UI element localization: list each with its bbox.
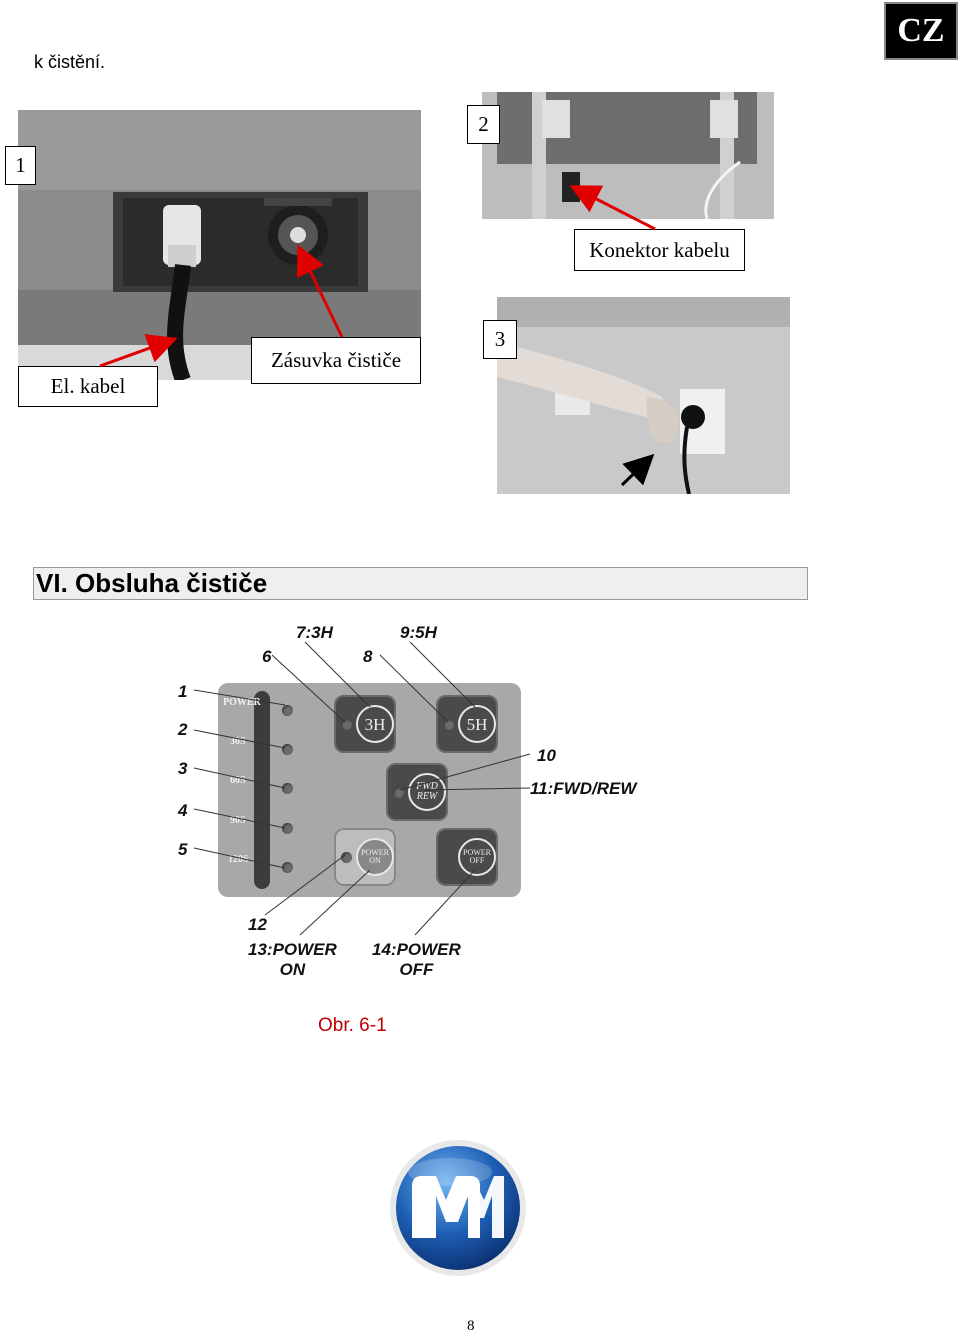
key-rew-text: REW bbox=[416, 791, 438, 802]
key-power-on-label: POWER ON bbox=[356, 838, 394, 876]
callout-6: 6 bbox=[262, 647, 272, 666]
key-power-on-top: POWER bbox=[361, 848, 389, 857]
timer-strip bbox=[254, 691, 270, 889]
photo3-number: 3 bbox=[483, 320, 517, 359]
callout-13-line1: 13:POWER bbox=[248, 940, 337, 959]
key-power-off-button[interactable]: POWER OFF bbox=[436, 828, 498, 886]
callout-3: 3 bbox=[178, 759, 188, 778]
callout-8: 8 bbox=[363, 647, 373, 666]
key-3h-button[interactable]: 3H bbox=[334, 695, 396, 753]
led-90s bbox=[282, 823, 293, 834]
key-power-off-label: POWER OFF bbox=[458, 838, 496, 876]
photo-plug-image bbox=[497, 297, 790, 494]
callout-9: 9:5H bbox=[400, 623, 437, 642]
callout-7: 7:3H bbox=[296, 623, 333, 642]
led-30s bbox=[282, 744, 293, 755]
strip-label-60s: 60S bbox=[230, 775, 246, 786]
label-zasuvka: Zásuvka čističe bbox=[251, 337, 421, 384]
strip-label-power: POWER bbox=[223, 697, 261, 708]
callout-10: 10 bbox=[537, 746, 556, 765]
photo2-number: 2 bbox=[467, 105, 500, 144]
label-el-kabel: El. kabel bbox=[18, 366, 158, 407]
strip-label-90s: 90S bbox=[230, 815, 246, 826]
language-badge: CZ bbox=[884, 2, 958, 60]
photo-plug bbox=[497, 297, 790, 494]
key-5h-label: 5H bbox=[458, 705, 496, 743]
led-120s bbox=[282, 862, 293, 873]
mm-logo-graphic bbox=[390, 1140, 526, 1276]
strip-label-120s: 120S bbox=[228, 854, 249, 865]
key-power-off-top: POWER bbox=[463, 848, 491, 857]
led-fwd-rew bbox=[393, 787, 404, 798]
label-konektor: Konektor kabelu bbox=[574, 229, 745, 271]
callout-14-line2: OFF bbox=[399, 960, 434, 979]
callout-1: 1 bbox=[178, 682, 188, 701]
key-fwd-rew-label: FWD REW bbox=[408, 773, 446, 811]
key-power-on-bottom: ON bbox=[369, 856, 381, 865]
callout-12: 12 bbox=[248, 915, 267, 934]
callout-5: 5 bbox=[178, 840, 188, 859]
led-3h bbox=[341, 719, 352, 730]
led-5h bbox=[443, 719, 454, 730]
callout-11: 11:FWD/REW bbox=[530, 779, 637, 798]
callout-2: 2 bbox=[178, 720, 188, 739]
callout-14: 14:POWER OFF bbox=[372, 940, 461, 980]
key-fwd-rew-button[interactable]: FWD REW bbox=[386, 763, 448, 821]
led-60s bbox=[282, 783, 293, 794]
callout-4: 4 bbox=[178, 801, 188, 820]
photo-connector bbox=[482, 92, 774, 219]
key-5h-button[interactable]: 5H bbox=[436, 695, 498, 753]
photo1-number: 1 bbox=[5, 146, 36, 185]
key-power-off-bottom: OFF bbox=[469, 856, 485, 865]
callout-13: 13:POWER ON bbox=[248, 940, 337, 980]
figure-caption: Obr. 6-1 bbox=[318, 1015, 387, 1036]
strip-label-30s: 30S bbox=[230, 736, 246, 747]
led-power bbox=[282, 705, 293, 716]
key-power-on-button[interactable]: POWER ON bbox=[334, 828, 396, 886]
led-power-on bbox=[341, 852, 352, 863]
mm-logo-icon bbox=[388, 1138, 528, 1278]
photo-connector-image bbox=[482, 92, 774, 219]
control-panel: POWER 30S 60S 90S 120S 3H 5H FWD REW POW… bbox=[218, 683, 521, 897]
key-3h-label: 3H bbox=[356, 705, 394, 743]
section-title: VI. Obsluha čističe bbox=[33, 567, 808, 600]
callout-14-line1: 14:POWER bbox=[372, 940, 461, 959]
intro-text: k čistění. bbox=[34, 52, 106, 72]
page-number: 8 bbox=[467, 1318, 475, 1334]
callout-13-line2: ON bbox=[279, 960, 306, 979]
